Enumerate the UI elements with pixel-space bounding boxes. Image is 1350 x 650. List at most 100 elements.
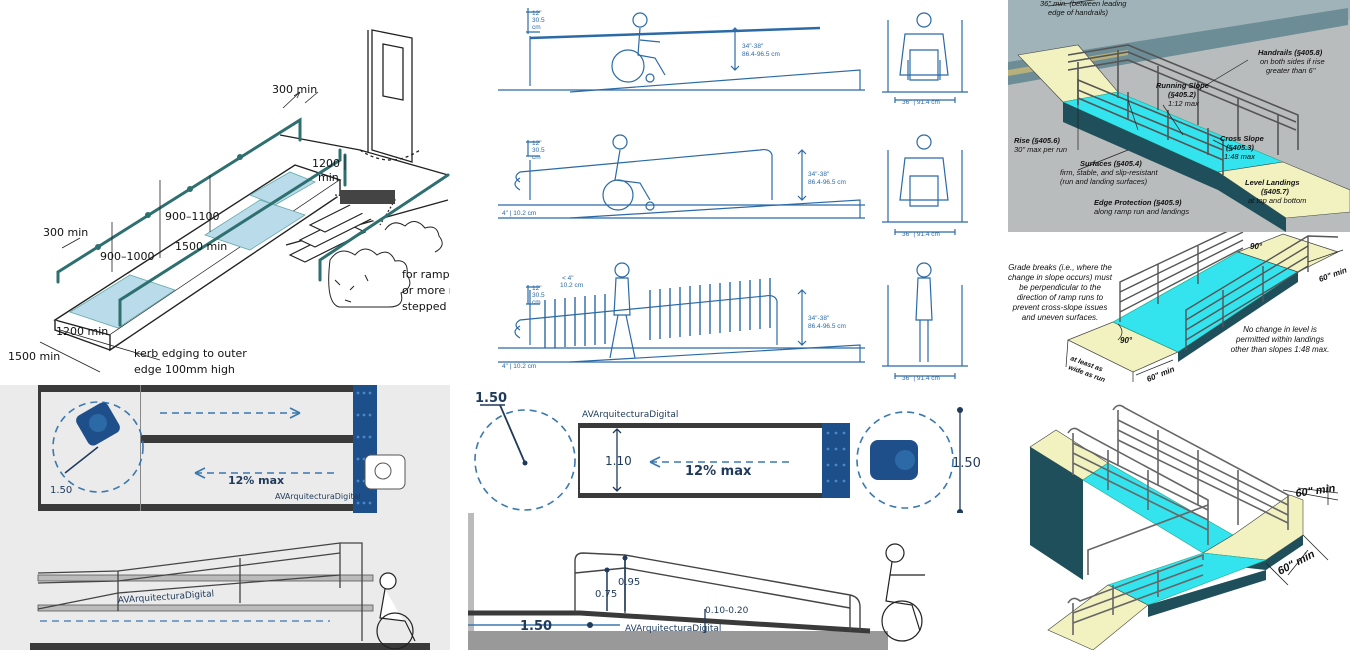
cross-slope-value: 1:48 max [1224, 152, 1255, 161]
wheelchair-plan-icon [870, 440, 918, 480]
handrails-note-2: greater than 6" [1266, 66, 1316, 75]
grade-note-2: change in slope occurs) must [1008, 273, 1113, 282]
no-change-note-3: other than slopes 1:48 max. [1231, 345, 1330, 354]
dim-60-bottom: 60" min [1145, 365, 1175, 384]
dim-60-top: 60" min [1295, 482, 1337, 499]
ramps-note-2: or more ris [402, 284, 450, 297]
surfaces-note-1: firm, stable, and slip-resistant [1060, 168, 1158, 177]
handrail-height-low: 0.75 [595, 589, 617, 600]
handrail-height-high: 0.95 [618, 577, 640, 588]
grade-note-4: direction of ramp runs to [1017, 293, 1104, 302]
handrails [1067, 404, 1289, 635]
tactile-strip [822, 423, 850, 498]
running-slope-value: 1:12 max [1168, 99, 1199, 108]
top-width: 36" | 91.4 cm [902, 99, 940, 106]
ramp-width-label: 1.10 [605, 454, 632, 468]
running-slope-ref: (§405.2) [1168, 90, 1196, 99]
slope-label: 12% max [228, 474, 284, 487]
mid-gap-cm: 30.5 [532, 147, 545, 154]
bot-gap-in: 12" [532, 285, 542, 292]
bot-width: 36" | 91.4 cm [902, 375, 940, 382]
rise-value: 30" max per run [1014, 145, 1067, 154]
av-section-right-panel: 0.75 0.95 0.10-0.20 1.50 AVArquitecturaD… [450, 513, 1002, 650]
dim-1500-bot: 1500 min [8, 350, 60, 363]
cross-slope-title: Cross Slope [1220, 134, 1264, 143]
angle-bottom: 90° [1120, 336, 1133, 345]
surfaces-title: Surfaces (§405.4) [1080, 159, 1142, 168]
bot-gap-unit: cm [532, 299, 541, 306]
grade-note-1: Grade breaks (i.e., where the [1008, 263, 1112, 272]
tactile-strip [353, 385, 377, 513]
turning-radius-label: 1.50 [475, 391, 507, 406]
handrails [37, 542, 363, 641]
dim-900-1100: 900–1100 [165, 210, 220, 223]
top-rail-in: 34"-38" [742, 43, 764, 50]
mid-curb: 4" | 10.2 cm [502, 210, 536, 217]
landing-blue-upper [204, 199, 306, 251]
bot-gap-cm: 30.5 [532, 292, 545, 299]
brand-label: AVArquitecturaDigital [275, 492, 361, 501]
av-plan-right-drawing: 1.50 1.10 12% max 1.50 AVArquitecturaDig… [474, 391, 981, 513]
surfaces-note-2: (run and landing surfaces) [1060, 177, 1148, 186]
wheelchair-plan-icon [76, 402, 406, 490]
top-gap-cm: 30.5 [532, 17, 545, 24]
mid-rail-cm: 86.4-96.5 cm [808, 179, 846, 186]
sketch-ramp-drawing: 300 min 1200 min 900–1100 300 min 1500 m… [8, 29, 450, 376]
dim-1200-top-min: min [318, 171, 339, 184]
dogleg-ramp-drawing: 60" min 60" min [1029, 404, 1339, 650]
top-gap-unit: cm [532, 24, 541, 31]
landing-length-label: 1.50 [520, 619, 552, 634]
dim-1500-mid: 1500 min [175, 240, 227, 253]
bot-curb: 4" | 10.2 cm [502, 363, 536, 370]
dim-900-1000: 900–1000 [100, 250, 155, 263]
brand-label: AVArquitecturaDigital [582, 410, 678, 420]
grade-note-3: be perpendicular to the [1019, 283, 1101, 292]
elevations-panel: 12" 30.5 cm 34"-38" 86.4-96.5 cm 36" | 9… [490, 0, 1002, 385]
mid-width: 36" | 91.4 cm [902, 231, 940, 238]
ramps-note-1: for ramps 2 [402, 268, 450, 281]
elevations-drawing: 12" 30.5 cm 34"-38" 86.4-96.5 cm 36" | 9… [498, 8, 968, 382]
bot-rail-cm: 86.4-96.5 cm [808, 323, 846, 330]
bot-rail-in: 34"-38" [808, 315, 830, 322]
cross-slope-ref: (§405.3) [1226, 143, 1254, 152]
no-change-note-1: No change in level is [1243, 325, 1317, 334]
landing-depth-label: 1.50 [952, 456, 981, 471]
handrails-note-1: on both sides if rise [1260, 57, 1325, 66]
edge-protection-title: Edge Protection (§405.9) [1094, 198, 1182, 207]
turning-radius-label: 1.50 [50, 485, 72, 496]
level-landings-value: at top and bottom [1248, 196, 1306, 205]
no-change-note-2: permitted within landings [1235, 335, 1324, 344]
ada-ramp-panel: 36" min. (between leading edge of handra… [1008, 0, 1350, 232]
grade-note-6: and uneven surfaces. [1022, 313, 1099, 322]
ada-ramp-drawing: 36" min. (between leading edge of handra… [1008, 0, 1350, 232]
kerb-note-1: kerb edging to outer [134, 347, 247, 360]
bushes [328, 221, 443, 308]
running-slope-title: Running Slope [1156, 81, 1209, 90]
ramps-note-3: stepped ac [402, 300, 450, 313]
av-section-left-panel: AVArquitecturaDigital [0, 513, 450, 650]
handrails [1119, 232, 1339, 350]
sketch-ramp-panel: 300 min 1200 min 900–1100 300 min 1500 m… [0, 0, 450, 385]
brand-label: AVArquitecturaDigital [625, 624, 721, 634]
dim-1200-top: 1200 [312, 157, 340, 170]
angle-top: 90° [1250, 242, 1263, 251]
slope-label: 12% max [685, 464, 752, 479]
av-plan-left-panel: 1.50 12% max AVArquitecturaDigital [0, 385, 450, 513]
clear-width-note-2: edge of handrails) [1048, 8, 1109, 17]
grade-break-drawing: Grade breaks (i.e., where the change in … [1008, 232, 1348, 384]
av-plan-left-drawing: 1.50 12% max AVArquitecturaDigital [38, 385, 406, 513]
mid-rail-in: 34"-38" [808, 171, 830, 178]
rise-title: Rise (§405.6) [1014, 136, 1060, 145]
kerb-note-2: edge 100mm high [134, 363, 235, 376]
level-landings-ref: (§405.7) [1261, 187, 1289, 196]
av-plan-right-panel: 1.50 1.10 12% max 1.50 AVArquitecturaDig… [450, 385, 1002, 513]
bot-max-cm: 10.2 cm [560, 282, 583, 289]
wheelchair-user-icon [881, 543, 925, 642]
wheelchair-user-icon [376, 572, 416, 650]
top-rail-cm: 86.4-96.5 cm [742, 51, 780, 58]
handrails [1067, 44, 1299, 175]
mid-gap-unit: cm [532, 154, 541, 161]
dogleg-ramp-panel: 60" min 60" min [1008, 385, 1350, 650]
curb-gap-label: 0.10-0.20 [705, 606, 749, 616]
door [359, 29, 421, 163]
